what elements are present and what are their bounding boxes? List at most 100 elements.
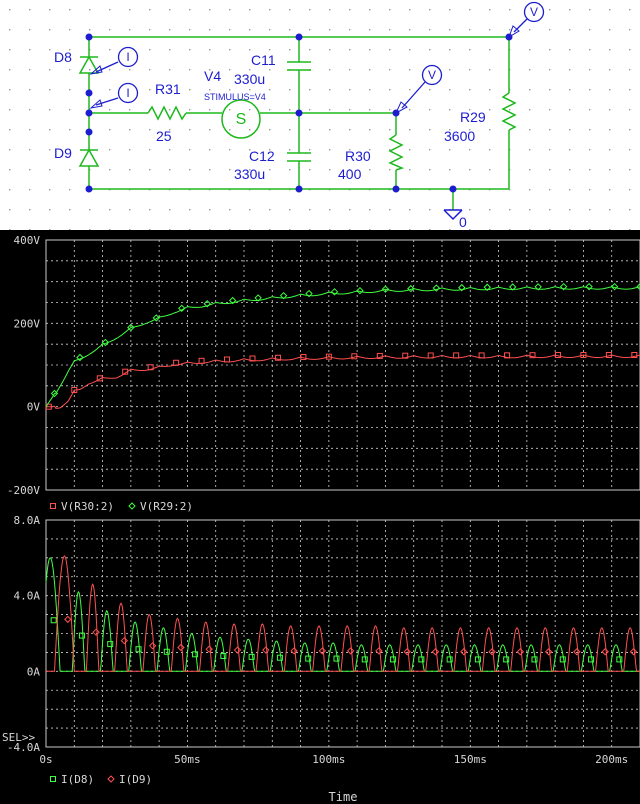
series-marker xyxy=(432,284,441,292)
current-legend: I(D8) I(D9) xyxy=(50,773,152,786)
series-marker xyxy=(610,282,619,291)
series-marker xyxy=(107,641,114,648)
series-marker xyxy=(279,291,288,300)
resistor-r29[interactable] xyxy=(501,92,517,131)
y-tick-label: -200V xyxy=(7,484,40,497)
series-marker xyxy=(361,656,368,663)
series-marker xyxy=(205,645,213,653)
x-tick-label: 150ms xyxy=(454,753,487,766)
ground-symbol xyxy=(443,209,463,221)
series-marker xyxy=(198,357,205,364)
series-marker xyxy=(601,648,609,656)
capacitor-c12[interactable] xyxy=(287,152,311,162)
series-marker xyxy=(177,643,185,652)
series-marker xyxy=(92,628,100,636)
series-marker xyxy=(478,352,485,359)
series-marker xyxy=(573,648,581,656)
series-marker xyxy=(50,776,56,782)
x-tick-label: 100ms xyxy=(312,753,345,766)
series-marker xyxy=(559,656,566,663)
current-probe-d8-icon[interactable]: I xyxy=(89,46,139,75)
c11-value-label: 330u xyxy=(234,71,265,87)
r30-ref-label: R30 xyxy=(345,148,371,164)
legend-label: I(D9) xyxy=(119,773,152,786)
d9-ref-label: D9 xyxy=(54,145,72,161)
current-probe-d9-icon[interactable]: I xyxy=(89,82,139,109)
series-marker xyxy=(274,354,281,361)
series-marker xyxy=(402,352,409,359)
resistor-r31[interactable] xyxy=(147,105,187,121)
series-marker xyxy=(147,364,154,371)
series-marker xyxy=(483,283,491,291)
series-marker xyxy=(629,648,638,656)
diode-d9[interactable] xyxy=(78,148,100,167)
series-marker xyxy=(148,642,157,650)
r31-value-label: 25 xyxy=(156,128,172,144)
x-axis-title: Time xyxy=(329,790,358,804)
series-marker xyxy=(390,656,397,663)
series-marker xyxy=(122,368,129,375)
series-marker xyxy=(605,352,612,358)
c12-value-label: 330u xyxy=(234,166,265,182)
series-marker xyxy=(96,375,103,382)
series-marker xyxy=(248,653,255,660)
series-marker xyxy=(431,648,440,656)
series-marker xyxy=(544,648,553,656)
series-marker xyxy=(305,289,313,298)
series-marker xyxy=(453,352,460,359)
series-marker xyxy=(333,655,340,662)
legend-label: I(D8) xyxy=(61,773,94,786)
d8-ref-label: D8 xyxy=(54,49,72,65)
voltage-source-v4[interactable]: S xyxy=(221,99,261,139)
series-marker xyxy=(163,648,170,655)
series-marker xyxy=(220,653,227,660)
series-marker xyxy=(375,647,383,655)
schematic-canvas[interactable]: S I I V V D8 D9 R31 25 V xyxy=(0,0,640,230)
y-tick-label: 400V xyxy=(14,234,41,247)
series-marker xyxy=(509,283,517,291)
source-symbol: S xyxy=(236,111,247,128)
x-tick-label: 200ms xyxy=(595,753,628,766)
c11-ref-label: C11 xyxy=(251,52,276,68)
series-marker xyxy=(351,353,358,360)
junction-dots xyxy=(85,33,513,193)
schematic-grid xyxy=(0,0,640,230)
series-marker xyxy=(101,338,110,347)
series-marker xyxy=(249,355,256,362)
series-marker xyxy=(76,353,84,362)
series-marker xyxy=(616,656,623,663)
series-marker xyxy=(173,359,180,366)
resistor-r30[interactable] xyxy=(388,134,405,171)
series-marker xyxy=(50,617,57,624)
svg-text:V: V xyxy=(530,5,538,19)
voltage-probe-r29-icon[interactable]: V xyxy=(508,1,545,39)
x-tick-label: 0s xyxy=(39,753,52,766)
r31-ref-label: R31 xyxy=(155,81,181,97)
series-marker xyxy=(446,656,453,663)
series-marker xyxy=(534,283,542,291)
series-marker xyxy=(300,354,307,361)
series-marker xyxy=(407,284,415,293)
series-marker xyxy=(325,353,332,360)
voltage-probe-r30-icon[interactable]: V xyxy=(394,64,443,115)
series-marker xyxy=(152,314,161,322)
r29-ref-label: R29 xyxy=(460,109,486,125)
series-marker xyxy=(474,656,481,663)
series-marker xyxy=(516,648,525,656)
series-marker xyxy=(488,648,496,656)
diode-d8[interactable] xyxy=(78,55,100,74)
series-marker xyxy=(460,648,468,656)
series-marker xyxy=(254,294,262,302)
series-marker xyxy=(135,646,142,653)
series-marker xyxy=(276,654,283,661)
series-marker xyxy=(305,655,312,662)
capacitor-c11[interactable] xyxy=(287,61,311,71)
series-marker xyxy=(50,389,59,398)
y-tick-label: 8.0A xyxy=(14,514,41,527)
y-tick-label: 200V xyxy=(14,317,41,330)
series-marker xyxy=(107,775,115,783)
v4-stimulus-label: STIMULUS=V4 xyxy=(204,92,266,102)
